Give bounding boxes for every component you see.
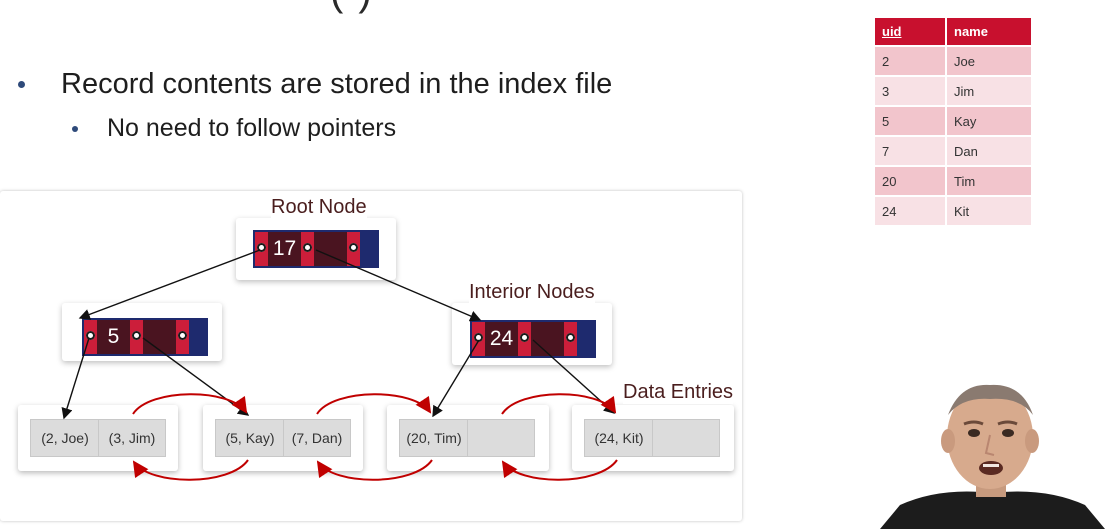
empty-key-slot bbox=[531, 322, 564, 356]
label-root-node: Root Node bbox=[271, 196, 367, 219]
bullet-dot-icon bbox=[72, 125, 78, 132]
data-entry: (24, Kit) bbox=[584, 419, 654, 457]
table-row: 24 Kit bbox=[875, 197, 1031, 225]
table-row: 3 Jim bbox=[875, 77, 1031, 105]
presenter-video bbox=[880, 375, 1105, 529]
leaf-page-2: (5, Kay) (7, Dan) bbox=[203, 405, 363, 471]
interior-key: 5 bbox=[97, 320, 130, 354]
pointer-slot bbox=[130, 320, 143, 354]
interior-node-left: 5 bbox=[82, 318, 208, 356]
column-header-uid: uid bbox=[875, 18, 945, 45]
cell-uid: 20 bbox=[875, 167, 945, 195]
cell-uid: 7 bbox=[875, 137, 945, 165]
table-row: 20 Tim bbox=[875, 167, 1031, 195]
cell-name: Tim bbox=[947, 167, 1031, 195]
table-header-row: uid name bbox=[875, 18, 1031, 45]
bullet-2: No need to follow pointers bbox=[72, 114, 396, 143]
empty-data-slot bbox=[652, 419, 720, 457]
table-row: 5 Kay bbox=[875, 107, 1031, 135]
root-key: 17 bbox=[268, 232, 301, 266]
data-entry: (5, Kay) bbox=[215, 419, 285, 457]
data-entry: (3, Jim) bbox=[98, 419, 166, 457]
cell-uid: 5 bbox=[875, 107, 945, 135]
data-entry: (7, Dan) bbox=[283, 419, 351, 457]
pointer-slot bbox=[176, 320, 189, 354]
empty-key-slot bbox=[143, 320, 176, 354]
empty-data-slot bbox=[467, 419, 535, 457]
pointer-slot bbox=[518, 322, 531, 356]
users-table: uid name 2 Joe 3 Jim 5 Kay 7 Dan 20 Tim … bbox=[873, 16, 1033, 227]
cell-uid: 3 bbox=[875, 77, 945, 105]
pointer-slot bbox=[255, 232, 268, 266]
pointer-slot bbox=[84, 320, 97, 354]
cell-name: Dan bbox=[947, 137, 1031, 165]
bullet-1: Record contents are stored in the index … bbox=[14, 68, 612, 101]
cell-name: Kay bbox=[947, 107, 1031, 135]
pointer-slot bbox=[564, 322, 577, 356]
data-entry: (2, Joe) bbox=[30, 419, 100, 457]
leaf-page-4: (24, Kit) bbox=[572, 405, 734, 471]
presenter-figure bbox=[880, 375, 1105, 529]
column-header-name: name bbox=[947, 18, 1031, 45]
cell-name: Jim bbox=[947, 77, 1031, 105]
bullet-dot-icon bbox=[18, 81, 25, 88]
bullet-1-text: Record contents are stored in the index … bbox=[61, 68, 613, 100]
cell-uid: 24 bbox=[875, 197, 945, 225]
table-row: 7 Dan bbox=[875, 137, 1031, 165]
label-data-entries: Data Entries bbox=[623, 381, 734, 404]
empty-key-slot bbox=[314, 232, 347, 266]
interior-key: 24 bbox=[485, 322, 518, 356]
interior-node-right: 24 bbox=[470, 320, 596, 358]
cell-uid: 2 bbox=[875, 47, 945, 75]
label-interior-nodes: Interior Nodes bbox=[469, 281, 595, 304]
cell-name: Joe bbox=[947, 47, 1031, 75]
table-row: 2 Joe bbox=[875, 47, 1031, 75]
pointer-slot bbox=[472, 322, 485, 356]
pointer-slot bbox=[347, 232, 360, 266]
leaf-page-1: (2, Joe) (3, Jim) bbox=[18, 405, 178, 471]
slide-title-fragment: ( ) bbox=[330, 0, 690, 14]
pointer-slot bbox=[301, 232, 314, 266]
data-entry: (20, Tim) bbox=[399, 419, 469, 457]
bullet-2-text: No need to follow pointers bbox=[107, 114, 397, 142]
root-node: 17 bbox=[253, 230, 379, 268]
cell-name: Kit bbox=[947, 197, 1031, 225]
leaf-page-3: (20, Tim) bbox=[387, 405, 549, 471]
